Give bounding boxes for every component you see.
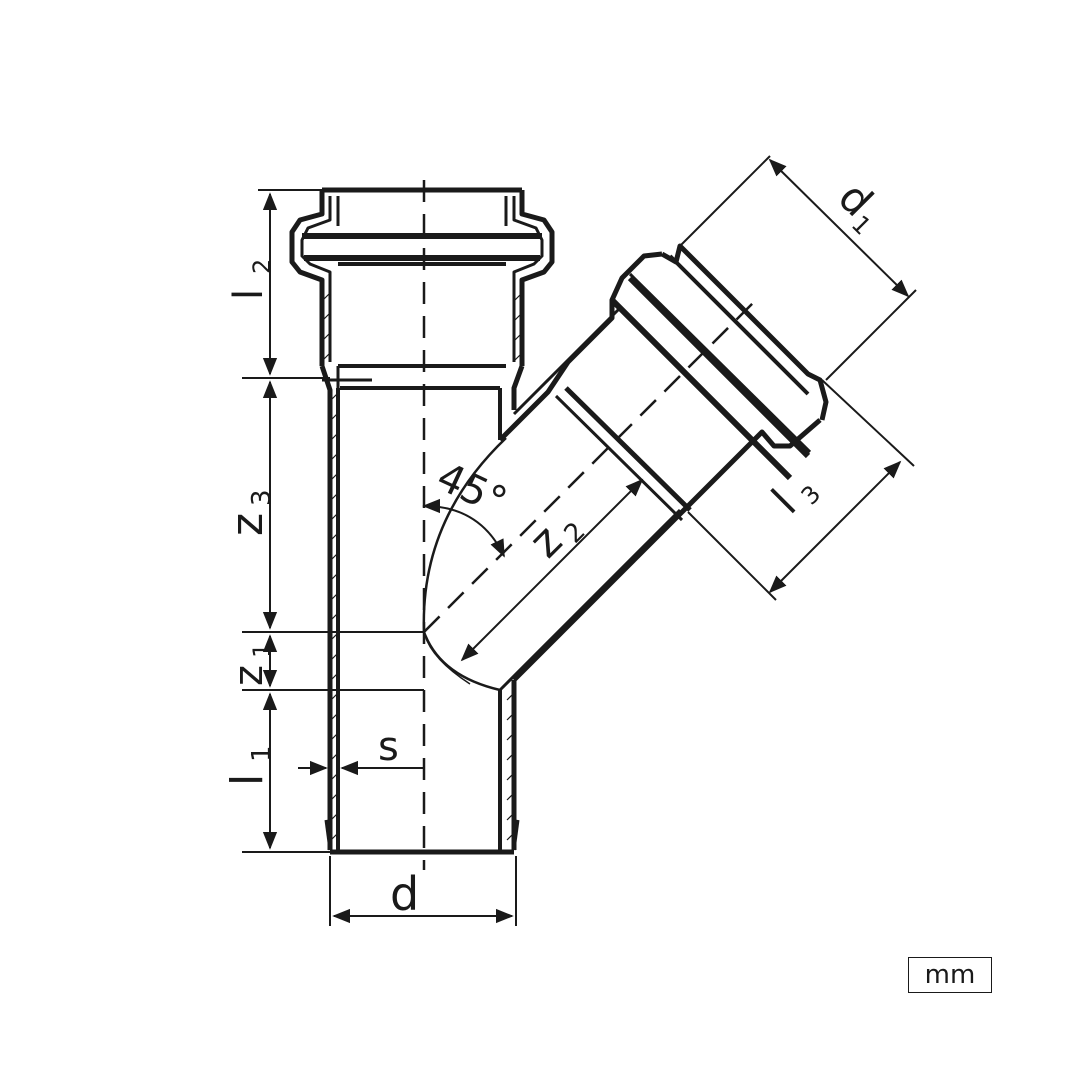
label-d: d bbox=[390, 867, 419, 921]
label-d1: d 1 bbox=[829, 172, 883, 240]
svg-text:l: l bbox=[222, 774, 273, 786]
label-s: s bbox=[378, 724, 399, 770]
wall-hatching bbox=[322, 293, 522, 841]
svg-text:3: 3 bbox=[796, 480, 827, 511]
label-l3: l 3 bbox=[762, 480, 827, 523]
svg-text:3: 3 bbox=[247, 489, 277, 506]
svg-text:l: l bbox=[226, 289, 272, 300]
svg-text:z: z bbox=[222, 513, 273, 536]
unit-label: mm bbox=[908, 957, 992, 993]
svg-text:z: z bbox=[226, 665, 272, 686]
main-pipe bbox=[289, 187, 555, 855]
dimension-lines bbox=[242, 155, 917, 926]
label-l2: l 2 bbox=[226, 259, 276, 300]
label-l1: l 1 bbox=[222, 745, 277, 786]
label-z2: z 2 bbox=[520, 515, 592, 567]
branch-pipe bbox=[422, 243, 829, 692]
centerlines bbox=[422, 180, 761, 870]
label-z3: z 3 bbox=[222, 489, 277, 536]
svg-text:2: 2 bbox=[248, 259, 276, 274]
svg-text:1: 1 bbox=[247, 745, 277, 762]
label-z1: z 1 bbox=[226, 643, 276, 686]
label-angle: 45° bbox=[430, 454, 514, 526]
svg-text:1: 1 bbox=[248, 643, 276, 658]
